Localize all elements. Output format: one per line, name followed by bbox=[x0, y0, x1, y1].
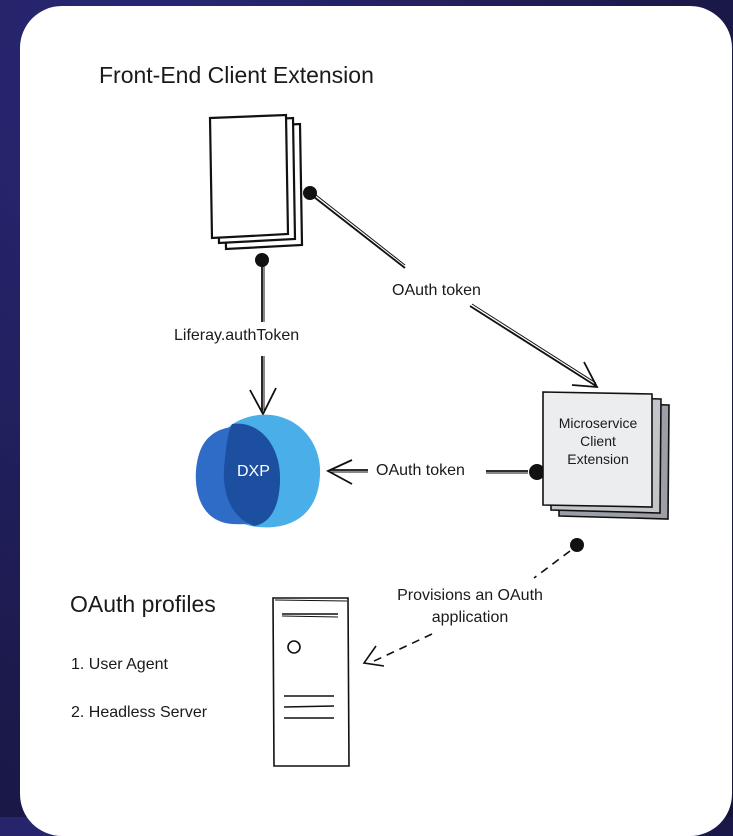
microservice-label-line2: Client bbox=[580, 433, 616, 449]
microservice-stack-icon bbox=[542, 391, 670, 520]
edge-label-provisions-line1: Provisions an OAuth bbox=[397, 587, 543, 604]
page-title: Front-End Client Extension bbox=[99, 62, 374, 88]
edge-oauth-token-diagonal bbox=[303, 186, 599, 389]
server-tower-icon bbox=[272, 597, 350, 767]
arrowhead bbox=[362, 645, 385, 667]
edge-label-liferay-authtoken: Liferay.authToken bbox=[174, 327, 300, 344]
document-stack-icon bbox=[208, 113, 304, 251]
edge-start-dot bbox=[570, 538, 584, 552]
profile-item: 1. User Agent bbox=[71, 656, 168, 673]
arrowhead bbox=[571, 361, 599, 389]
edge-label-provisions: Provisions an OAuth application bbox=[360, 585, 580, 629]
profiles-heading: OAuth profiles bbox=[70, 591, 216, 617]
edge-label-provisions-line2: application bbox=[431, 609, 509, 626]
microservice-label: Microservice Client Extension bbox=[543, 414, 653, 468]
edge-label-oauth-token-diagonal: OAuth token bbox=[392, 282, 481, 299]
edge-start-dot bbox=[255, 253, 269, 267]
microservice-label-line3: Extension bbox=[567, 451, 629, 467]
edge-provisions-dashed bbox=[362, 538, 584, 667]
edge-start-dot bbox=[529, 464, 545, 480]
microservice-label-line1: Microservice bbox=[558, 415, 638, 431]
arrowhead bbox=[325, 459, 353, 485]
arrowhead bbox=[249, 387, 277, 416]
edge-label-oauth-token-horizontal: OAuth token bbox=[376, 462, 465, 479]
edge-oauth-token-horizontal bbox=[325, 459, 545, 485]
dxp-label: DXP bbox=[237, 463, 270, 480]
dxp-logo-icon bbox=[195, 414, 321, 528]
architecture-diagram bbox=[195, 113, 670, 767]
edge-liferay-authtoken bbox=[249, 253, 277, 416]
profile-item: 2. Headless Server bbox=[71, 704, 208, 721]
edge-start-dot bbox=[303, 186, 317, 200]
